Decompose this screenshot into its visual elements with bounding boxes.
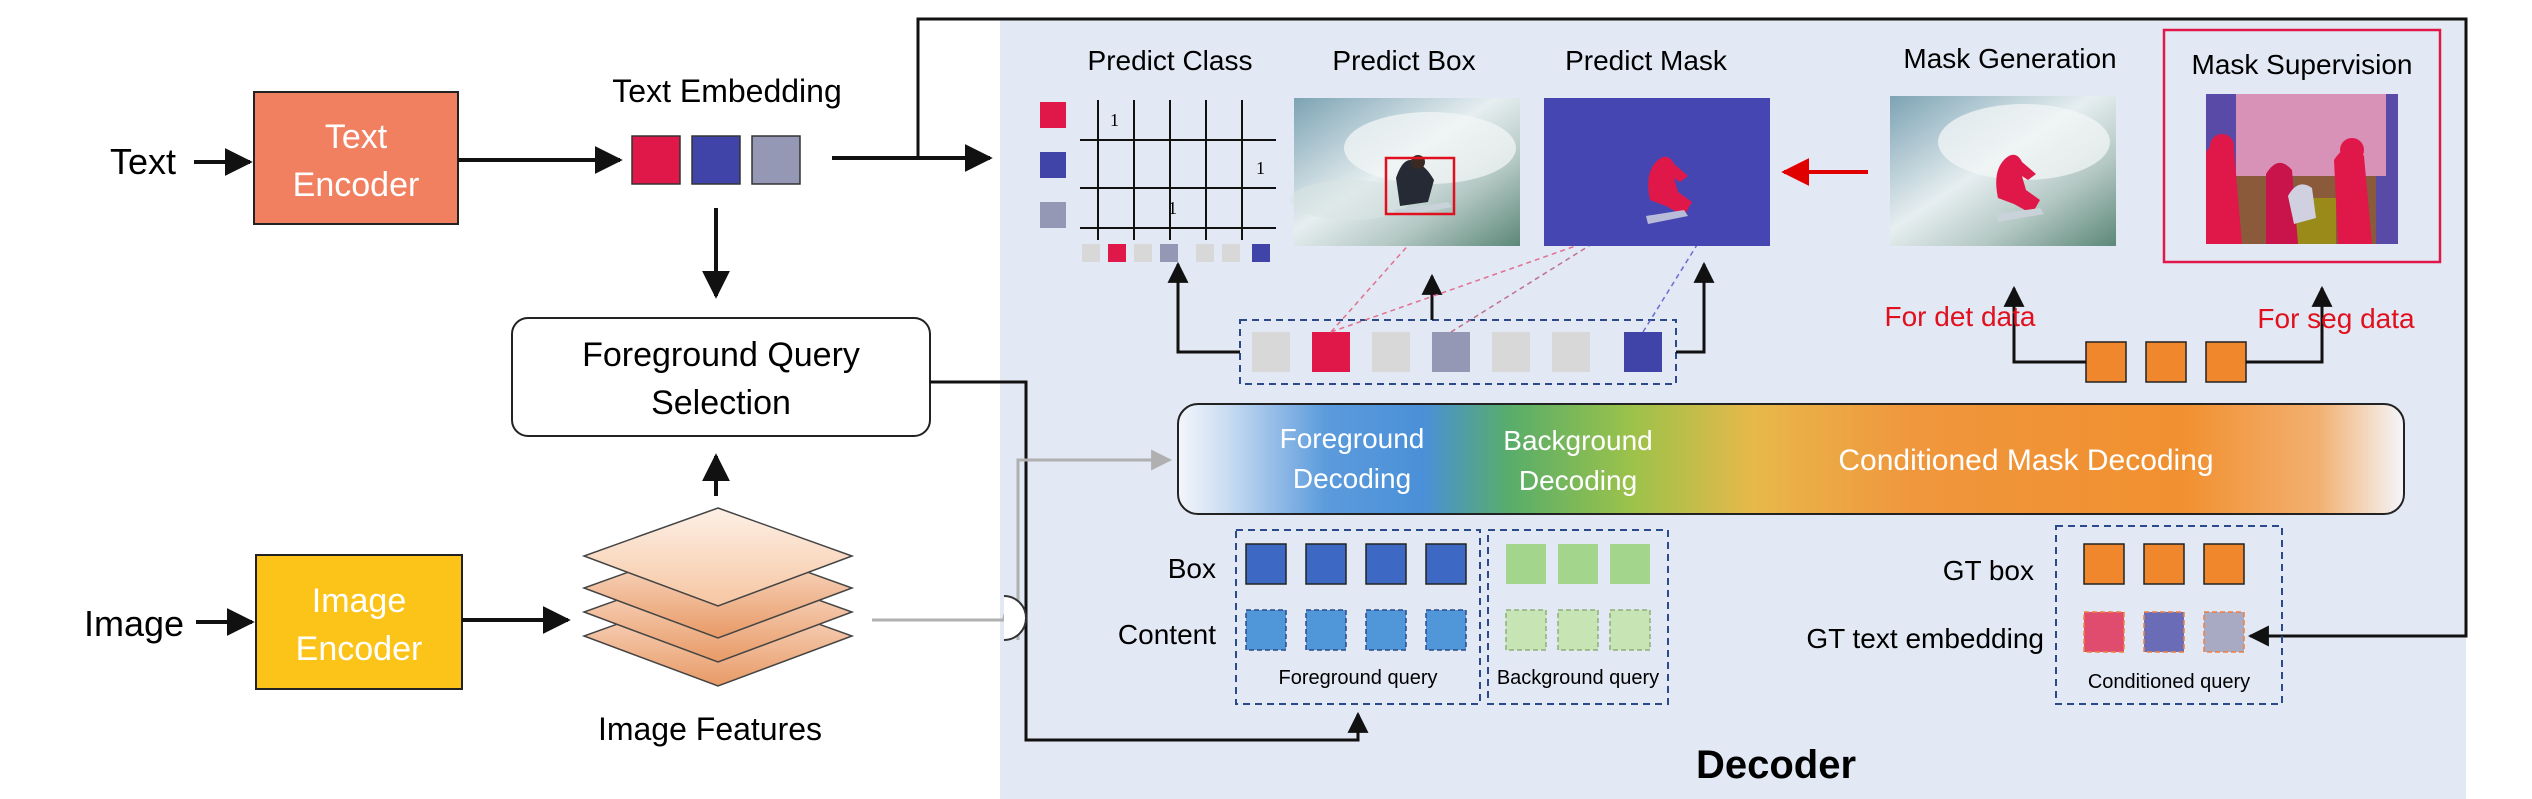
mask-supervision-frame: [2162, 28, 2442, 264]
box-row-label: Box: [1168, 553, 1216, 584]
predict-box-bbox: [1384, 156, 1456, 216]
embedding-slate: [751, 135, 801, 185]
text-input-label: Text: [110, 141, 176, 182]
line-features-to-decoder: [872, 604, 1019, 622]
seg-route-label: For seg data: [2257, 303, 2415, 334]
route-query-2: [2145, 341, 2187, 383]
bg-box-queries: [1506, 544, 1650, 584]
embedding-navy: [691, 135, 741, 185]
dash-red-to-box: [1330, 231, 1421, 333]
arrow-route-det: [2003, 285, 2086, 364]
content-row-label: Content: [1118, 619, 1216, 650]
class-grid: [1040, 100, 1276, 240]
fg-box-queries: [1245, 543, 1467, 585]
image-encoder-label-2: Encoder: [296, 630, 423, 668]
bg-decoding-label-2: Decoding: [1519, 465, 1637, 496]
text-encoder-box: [253, 91, 459, 225]
arrow-features-to-bar: [1016, 449, 1173, 640]
class-grid-strip: [1082, 244, 1270, 262]
dash-red-to-mask: [1450, 213, 1641, 333]
mask-generation-title: Mask Generation: [1903, 43, 2116, 74]
embedding-red: [631, 135, 681, 185]
mask-supervision-image: [2206, 94, 2398, 244]
cond-query-group: [2055, 525, 2283, 705]
query-selection-label: Foreground Query: [582, 336, 860, 374]
image-encoder-label: Image: [312, 582, 407, 620]
decoding-bar: [1177, 403, 2405, 515]
text-encoder-label-2: Encoder: [293, 166, 420, 204]
bg-content-queries: [1505, 609, 1651, 651]
line-crossing-hop: [1003, 595, 1027, 641]
image-input-label: Image: [84, 603, 184, 644]
fg-content-queries: [1245, 609, 1467, 651]
class-cell-1: 1: [1110, 110, 1119, 130]
fg-decoding-label-2: Decoding: [1293, 463, 1411, 494]
arrow-route-seg: [2246, 285, 2333, 364]
class-cell-2: 1: [1256, 158, 1265, 178]
predict-box-title: Predict Box: [1332, 45, 1475, 76]
bg-query-group: [1487, 529, 1669, 705]
gt-text-queries: [2083, 611, 2245, 653]
fg-query-group: [1235, 529, 1481, 705]
bg-decoding-label: Background: [1503, 425, 1652, 456]
text-embedding-label: Text Embedding: [612, 73, 841, 109]
bg-query-label: Background query: [1497, 667, 1659, 689]
predict-box-image: [1290, 98, 1520, 246]
image-features-label: Image Features: [598, 711, 822, 747]
query-selection-box: [511, 317, 931, 437]
dash-slate-to-mask: [1330, 185, 1747, 333]
line-embedding-loop: [916, 17, 2468, 647]
cond-decoding-label: Conditioned Mask Decoding: [1838, 444, 2213, 477]
gt-box-queries: [2083, 543, 2245, 585]
mask-supervision-title: Mask Supervision: [2192, 49, 2413, 80]
gt-text-embedding-label: GT text embedding: [1806, 623, 2044, 654]
query-selection-label-2: Selection: [651, 384, 791, 422]
decoder-label: Decoder: [1696, 743, 1856, 787]
arrow-row-to-mask: [1676, 261, 1715, 354]
output-queries: [1252, 332, 1662, 372]
det-route-label: For det data: [1885, 301, 2036, 332]
predict-mask-image: [1544, 98, 1770, 246]
route-query-1: [2085, 341, 2127, 383]
dash-navy-to-mask: [1642, 239, 1701, 333]
mask-generation-image: [1890, 96, 2116, 246]
fg-query-label: Foreground query: [1279, 667, 1438, 689]
image-encoder-box: [255, 554, 463, 690]
arrow-row-to-class: [1167, 261, 1240, 354]
text-encoder-label: Text: [325, 118, 388, 156]
class-cell-3: 1: [1168, 198, 1177, 218]
fg-decoding-label: Foreground: [1280, 423, 1425, 454]
gt-box-label: GT box: [1943, 555, 2034, 586]
image-features-stack: [581, 507, 855, 687]
route-query-3: [2205, 341, 2247, 383]
predict-class-title: Predict Class: [1088, 45, 1253, 76]
cond-query-label: Conditioned query: [2088, 671, 2250, 693]
line-selection-to-fg-query: [930, 380, 1369, 742]
predict-mask-title: Predict Mask: [1565, 45, 1728, 76]
